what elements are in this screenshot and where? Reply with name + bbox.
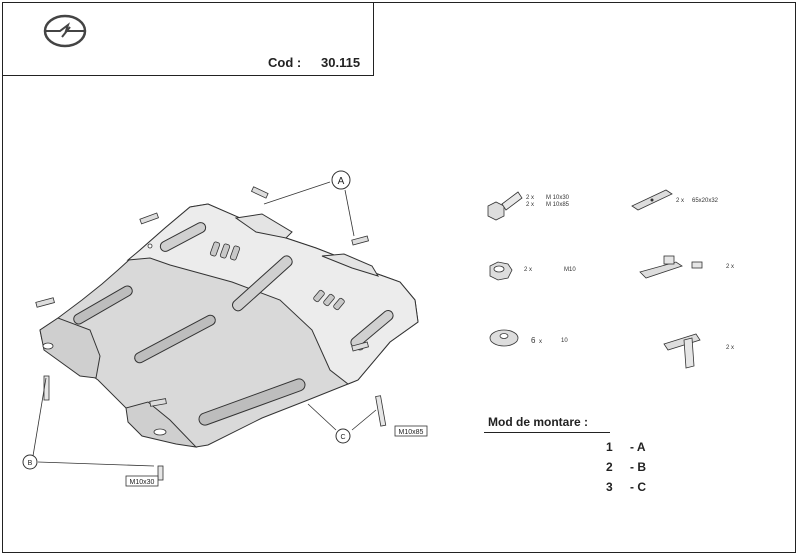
svg-text:M10x85: M10x85 <box>399 429 424 436</box>
mounting-step: 3 - C <box>606 480 646 500</box>
mounting-steps: 1 - A 2 - B 3 - C <box>606 440 646 500</box>
clip-icon <box>639 255 703 279</box>
t-bracket-qty: 2 x <box>726 345 734 351</box>
washer-qty: 6 <box>531 336 536 345</box>
step-number: 2 <box>606 460 613 474</box>
clip-qty: 2 x <box>726 264 734 270</box>
plate-bolts <box>43 375 387 481</box>
bolt-qty-2: 2 x <box>526 202 534 208</box>
svg-text:C: C <box>340 434 345 441</box>
opel-logo-icon <box>43 14 87 48</box>
step-letter: - B <box>630 460 646 474</box>
bolt-qty-1: 2 x <box>526 195 534 201</box>
title-block: Cod : 30.115 <box>2 2 374 76</box>
svg-text:B: B <box>28 460 33 467</box>
callout-b: B <box>22 454 38 470</box>
plate-clips <box>35 186 369 407</box>
mounting-step: 2 - B <box>606 460 646 480</box>
step-letter: - A <box>630 440 646 454</box>
callout-a: A <box>331 170 351 190</box>
bolt-spec-2: M 10x85 <box>546 202 570 208</box>
nut-icon <box>489 261 513 281</box>
washer-x: x <box>539 339 542 345</box>
code-value: 30.115 <box>321 55 361 70</box>
code-label: Cod : <box>268 55 302 70</box>
washer-spec: 10 <box>561 338 568 344</box>
skid-plate <box>39 203 419 448</box>
step-letter: - C <box>630 480 646 494</box>
strip-icon <box>631 189 673 211</box>
mounting-title: Mod de montare : <box>484 415 610 433</box>
bolt-right-tag: M10x85 <box>394 425 428 437</box>
callout-c: C <box>335 428 351 444</box>
step-number: 3 <box>606 480 613 494</box>
strip-spec: 65x20x32 <box>692 198 719 204</box>
bolt-spec-1: M 10x30 <box>546 195 570 201</box>
mounting-step: 1 - A <box>606 440 646 460</box>
step-number: 1 <box>606 440 613 454</box>
bolt-icon <box>487 191 523 221</box>
strip-qty: 2 x <box>676 198 684 204</box>
bolt-bottom-tag: M10x30 <box>125 475 159 487</box>
svg-text:A: A <box>338 176 345 187</box>
nut-spec: M10 <box>564 267 576 273</box>
leader-lines <box>32 181 377 467</box>
svg-text:M10x30: M10x30 <box>130 479 155 486</box>
nut-qty: 2 x <box>524 267 532 273</box>
t-bracket-icon <box>663 333 701 369</box>
washer-icon <box>489 329 519 347</box>
